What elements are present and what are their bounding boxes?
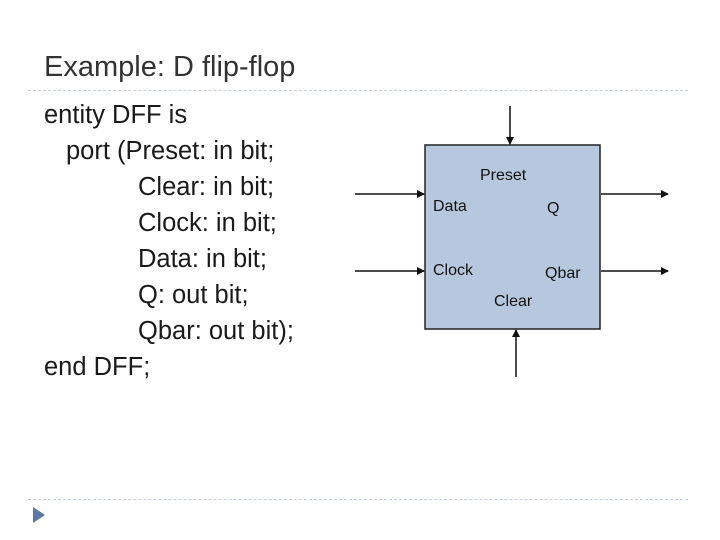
code-line-q: Q: out bit; (138, 281, 249, 309)
qbar-pin-label: Qbar (545, 265, 581, 282)
vhdl-code-block: entity DFF is port (Preset: in bit; Clea… (0, 0, 360, 400)
triangle-bullet-icon (33, 507, 45, 523)
code-line-clear: Clear: in bit; (138, 173, 275, 201)
title-divider (28, 90, 688, 91)
code-line-clock: Clock: in bit; (138, 209, 277, 237)
code-line-port: port (Preset: in bit; (66, 137, 275, 165)
flip-flop-box (424, 144, 601, 330)
code-line-end: end DFF; (44, 353, 151, 381)
clock-pin-label: Clock (433, 262, 474, 279)
preset-label: Preset (480, 167, 527, 184)
data-pin-label: Data (433, 198, 467, 215)
code-line-qbar: Qbar: out bit); (138, 317, 294, 345)
clear-label: Clear (494, 293, 533, 310)
slide-title: Example: D flip-flop (44, 51, 296, 83)
code-line-data: Data: in bit; (138, 245, 267, 273)
footer-divider (28, 499, 688, 500)
code-line-entity: entity DFF is (44, 101, 188, 129)
q-pin-label: Q (547, 200, 559, 217)
